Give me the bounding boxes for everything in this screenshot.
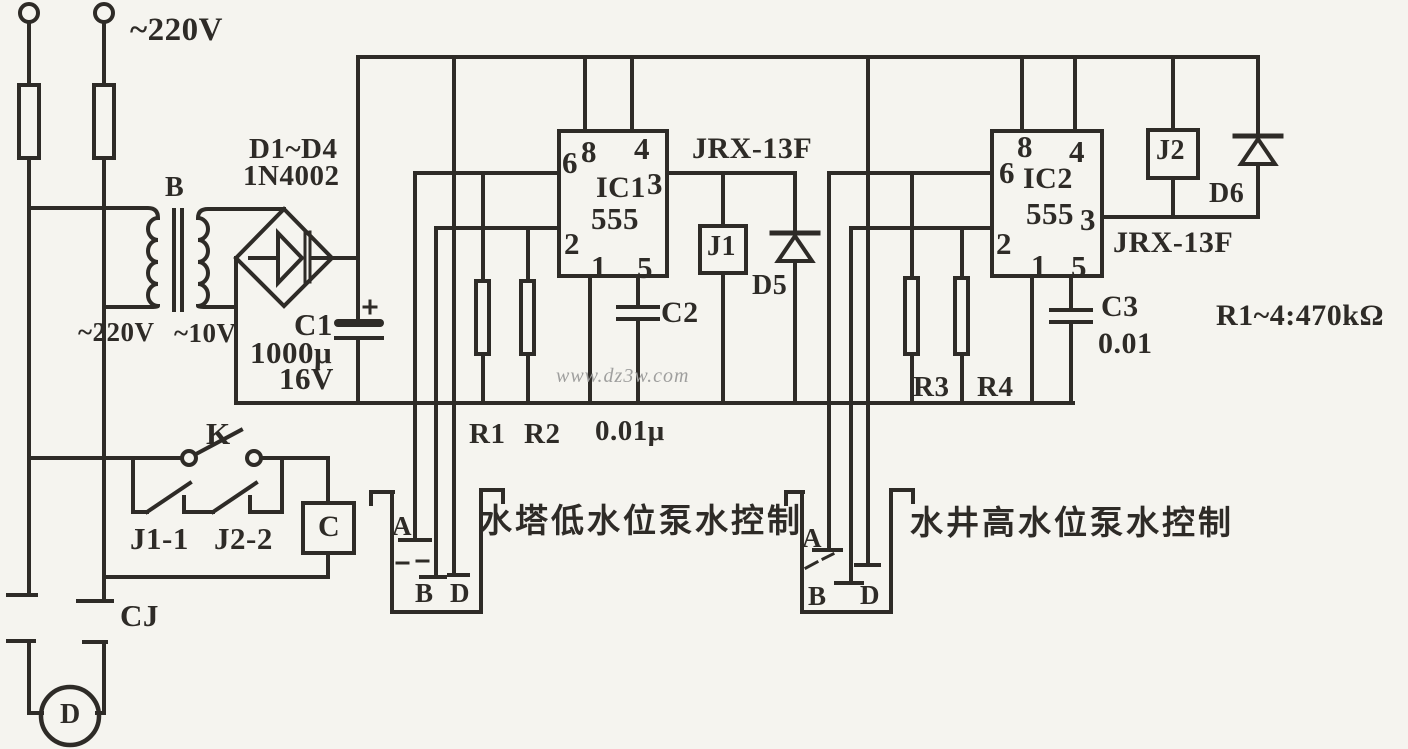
- tank2-electrode-b: B: [808, 581, 827, 611]
- ic2-name: IC2: [1023, 162, 1073, 195]
- ic2-box: [990, 129, 1104, 278]
- label-bridge-name: D1~D4: [249, 133, 338, 165]
- tank1-caption: 水塔低水位泵水控制: [479, 504, 803, 540]
- watermark: www.dz3w.com: [556, 365, 690, 387]
- label-c3: C3: [1101, 290, 1139, 323]
- ic1-circuit: [413, 55, 797, 405]
- supply-rails: [234, 55, 1260, 405]
- resistor-r2-icon: [519, 279, 536, 356]
- relay-j1-d5: [698, 171, 821, 405]
- switch-and-coil-loop: [27, 427, 356, 579]
- relay-contact-icon: [144, 480, 193, 515]
- bridge-rectifier: [233, 206, 360, 405]
- ic2-pin-8: 8: [1017, 129, 1033, 164]
- label-diode-d6: D6: [1209, 178, 1245, 209]
- label-c1-rating: 16V: [279, 361, 334, 396]
- label-motor-d: D: [60, 699, 81, 730]
- ic1-pin-3: 3: [647, 166, 663, 201]
- fuse-icon: [92, 83, 116, 160]
- ic1-pin-5: 5: [637, 250, 653, 285]
- resistor-r3-icon: [903, 276, 920, 356]
- label-contactor-cj: CJ: [120, 598, 159, 633]
- secondary-winding-icon: [195, 207, 286, 309]
- label-r2: R2: [524, 418, 561, 450]
- switch-lever-icon: [193, 427, 244, 457]
- diode-d6-icon: [1237, 135, 1279, 166]
- motor-icon: [38, 684, 102, 748]
- ic1-part: 555: [591, 201, 639, 236]
- label-contact-j1-1: J1-1: [130, 521, 189, 556]
- switch-contact-icon: [180, 449, 198, 467]
- relay-j2-d6: [1146, 55, 1284, 219]
- label-mains-voltage: ~220V: [130, 12, 223, 48]
- label-r4: R4: [977, 371, 1014, 403]
- label-diode-d5: D5: [752, 270, 788, 301]
- filter-capacitor-c1: [334, 55, 384, 405]
- ic2-pin-2: 2: [996, 226, 1012, 261]
- terminal-icon: [93, 2, 115, 24]
- label-coil-c: C: [318, 510, 341, 543]
- terminal-icon: [18, 2, 40, 24]
- ic1-pin-8: 8: [581, 134, 597, 169]
- label-c2: C2: [661, 296, 699, 329]
- tank1-electrode-b: B: [415, 578, 434, 608]
- label-relay-model-2: JRX-13F: [1113, 226, 1234, 259]
- ic1-pin-2: 2: [564, 226, 580, 261]
- ic2-part: 555: [1026, 196, 1074, 231]
- mains-input: [17, 2, 116, 599]
- transformer-b: [27, 206, 286, 312]
- tank1-electrode-d: D: [450, 578, 470, 608]
- primary-winding-icon: [27, 206, 161, 309]
- ic1-pin-1: 1: [591, 249, 607, 284]
- ic2-circuit: [827, 55, 1260, 405]
- ic1-box: [557, 129, 669, 278]
- resistor-r1-icon: [474, 279, 491, 356]
- label-relay-j1: J1: [707, 231, 736, 262]
- relay-contact-icon: [210, 480, 259, 515]
- label-c1-name: C1: [294, 307, 333, 342]
- ic2-pin-5: 5: [1071, 249, 1087, 284]
- label-switch-k: K: [206, 416, 231, 451]
- tank2-caption: 水井高水位泵水控制: [910, 506, 1234, 542]
- switch-contact-icon: [245, 449, 263, 467]
- ic1-name: IC1: [596, 171, 646, 204]
- label-relay-j2: J2: [1156, 135, 1185, 166]
- tank2-electrode-a: A: [802, 523, 822, 553]
- tank1-electrode-a: A: [392, 511, 412, 541]
- label-contact-j2-2: J2-2: [214, 521, 273, 556]
- label-c1-value: 1000μ: [250, 335, 333, 370]
- label-resistor-note: R1~4:470kΩ: [1216, 299, 1384, 332]
- diode-d5-icon: [774, 232, 816, 263]
- diode-icon: [276, 228, 305, 288]
- tank1-water-tower: [369, 55, 505, 614]
- label-primary-voltage: ~220V: [78, 317, 155, 347]
- label-r3: R3: [913, 371, 950, 403]
- label-c2-value: 0.01μ: [595, 415, 665, 447]
- ic1-pin-4: 4: [634, 131, 650, 166]
- label-relay-model-1: JRX-13F: [692, 132, 813, 165]
- tank2-electrode-d: D: [860, 580, 880, 610]
- ic2-pin-6: 6: [999, 155, 1015, 190]
- water-level-icon: [803, 559, 820, 571]
- label-transformer: B: [165, 172, 185, 203]
- label-bridge-part: 1N4002: [243, 160, 340, 192]
- label-secondary-voltage: ~10V: [174, 318, 237, 348]
- label-c3-value: 0.01: [1098, 327, 1153, 360]
- ic1-pin-6: 6: [562, 145, 578, 180]
- contactor-and-motor: [6, 593, 114, 748]
- ic2-pin-1: 1: [1031, 248, 1047, 283]
- label-r1: R1: [469, 418, 506, 450]
- resistor-r4-icon: [953, 276, 970, 356]
- ic2-pin-4: 4: [1069, 134, 1085, 169]
- ic2-pin-3: 3: [1080, 202, 1096, 237]
- fuse-icon: [17, 83, 41, 160]
- tank2-water-well: [784, 55, 915, 614]
